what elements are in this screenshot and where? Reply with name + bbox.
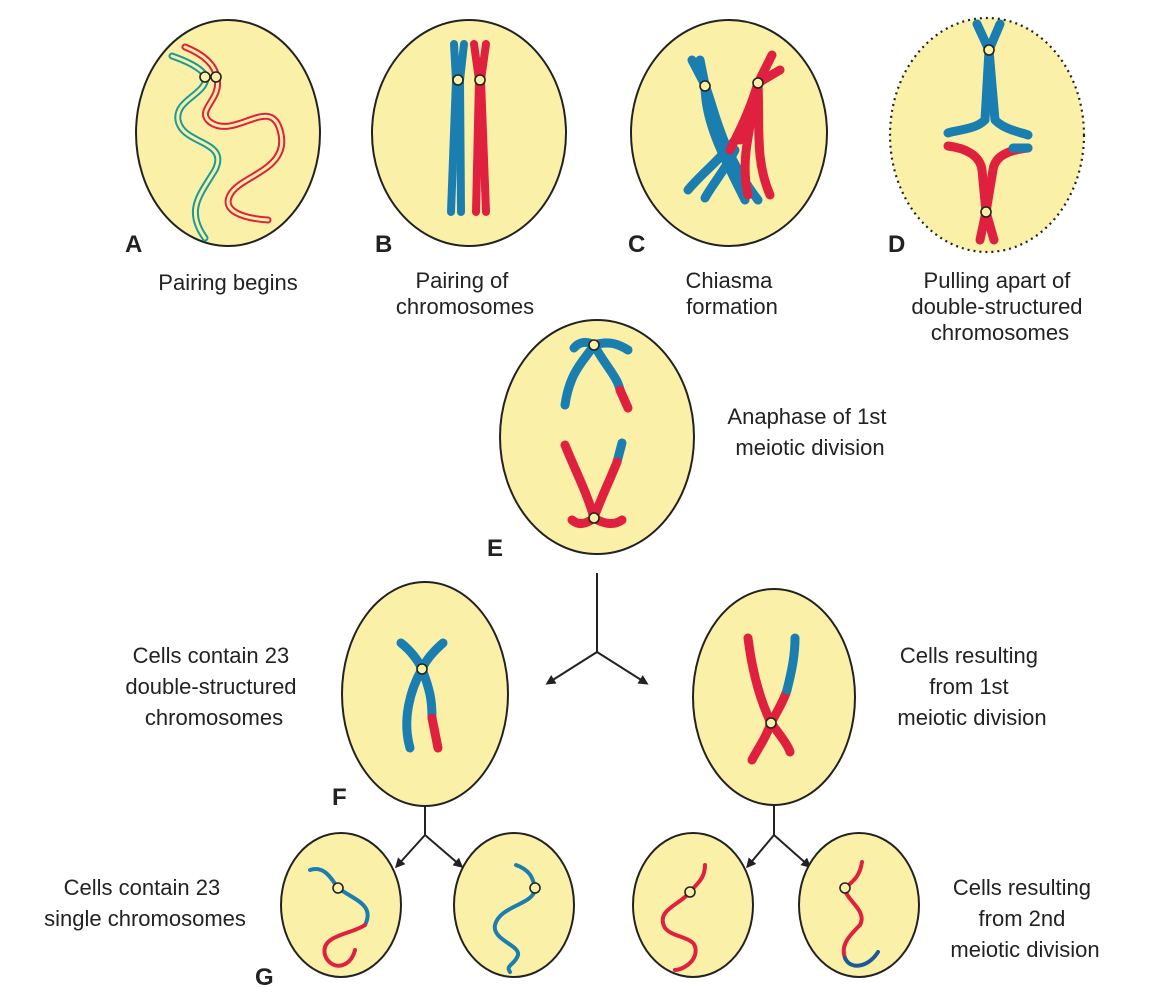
cell-f-left xyxy=(341,581,509,807)
panel-letter: G xyxy=(255,964,274,991)
chromosome-b-blue xyxy=(447,40,468,216)
panel-caption: Cells resulting from 1st meiotic divisio… xyxy=(897,643,1046,730)
centromere-c1 xyxy=(699,80,711,92)
centromere-g4 xyxy=(839,882,851,894)
panel-f-right: Cells resulting from 1st meiotic divisio… xyxy=(692,588,1047,806)
cell-g3 xyxy=(632,832,754,978)
panel-caption: Cells contain 23 single chromosomes xyxy=(44,875,246,931)
chromosome-d-red xyxy=(943,141,1033,245)
centromere-f-right xyxy=(765,717,777,729)
panel-g-right: Cells resulting from 2nd meiotic divisio… xyxy=(632,832,1100,978)
centromere-d2 xyxy=(980,206,992,218)
panel-caption: Pulling apart of double-structured chrom… xyxy=(911,268,1088,345)
panel-caption: Pairing of chromosomes xyxy=(396,268,534,319)
panel-letter: B xyxy=(375,231,392,258)
panel-letter: C xyxy=(628,231,645,258)
connector-e-to-f xyxy=(545,573,649,685)
centromere-e2 xyxy=(588,512,600,524)
centromere-f-left xyxy=(416,663,428,675)
panel-g: G Cells contain 23 single chromosomes xyxy=(44,832,575,991)
connector-f-right-to-g xyxy=(746,805,812,869)
panel-f: F Cells contain 23 double-structured chr… xyxy=(125,581,509,811)
panel-letter: F xyxy=(332,784,347,811)
centromere-g2 xyxy=(529,882,541,894)
centromere-g3 xyxy=(684,886,696,898)
centromere-d1 xyxy=(983,44,995,56)
centromere-b2 xyxy=(474,74,486,86)
panel-letter: A xyxy=(125,231,142,258)
cell-c xyxy=(630,19,828,247)
panel-e: E Anaphase of 1st meiotic division xyxy=(487,319,892,562)
panel-d: D Pulling apart of double-structured chr… xyxy=(888,16,1088,345)
panel-caption: Chiasma formation xyxy=(686,268,779,319)
panel-b: B Pairing of chromosomes xyxy=(371,19,567,319)
cell-e xyxy=(499,319,695,555)
panel-c: C Chiasma formation xyxy=(628,19,828,319)
centromere-a1 xyxy=(199,71,211,83)
connector-f-to-g xyxy=(394,806,464,869)
panel-a: A Pairing begins xyxy=(125,19,321,295)
panel-letter: D xyxy=(888,231,905,258)
cell-b xyxy=(371,19,567,247)
chromosome-g3 xyxy=(660,863,707,972)
cell-a xyxy=(135,19,321,247)
cell-f-right xyxy=(692,588,856,806)
cell-g1 xyxy=(280,832,402,978)
centromere-e1 xyxy=(588,339,600,351)
cell-d xyxy=(888,16,1086,254)
panel-caption: Cells contain 23 double-structured chrom… xyxy=(125,643,302,730)
chromosome-g2 xyxy=(492,863,537,974)
chromosome-b-red xyxy=(470,40,490,216)
panel-caption: Cells resulting from 2nd meiotic divisio… xyxy=(950,875,1099,962)
panel-letter: E xyxy=(487,535,503,562)
chromosome-d-blue xyxy=(943,19,1033,140)
centromere-c2 xyxy=(752,77,764,89)
centromere-g1 xyxy=(332,882,344,894)
centromere-a2 xyxy=(210,71,222,83)
centromere-b1 xyxy=(452,74,464,86)
panel-caption: Pairing begins xyxy=(158,270,297,295)
cell-g4 xyxy=(798,832,920,978)
panel-caption: Anaphase of 1st meiotic division xyxy=(727,404,892,460)
